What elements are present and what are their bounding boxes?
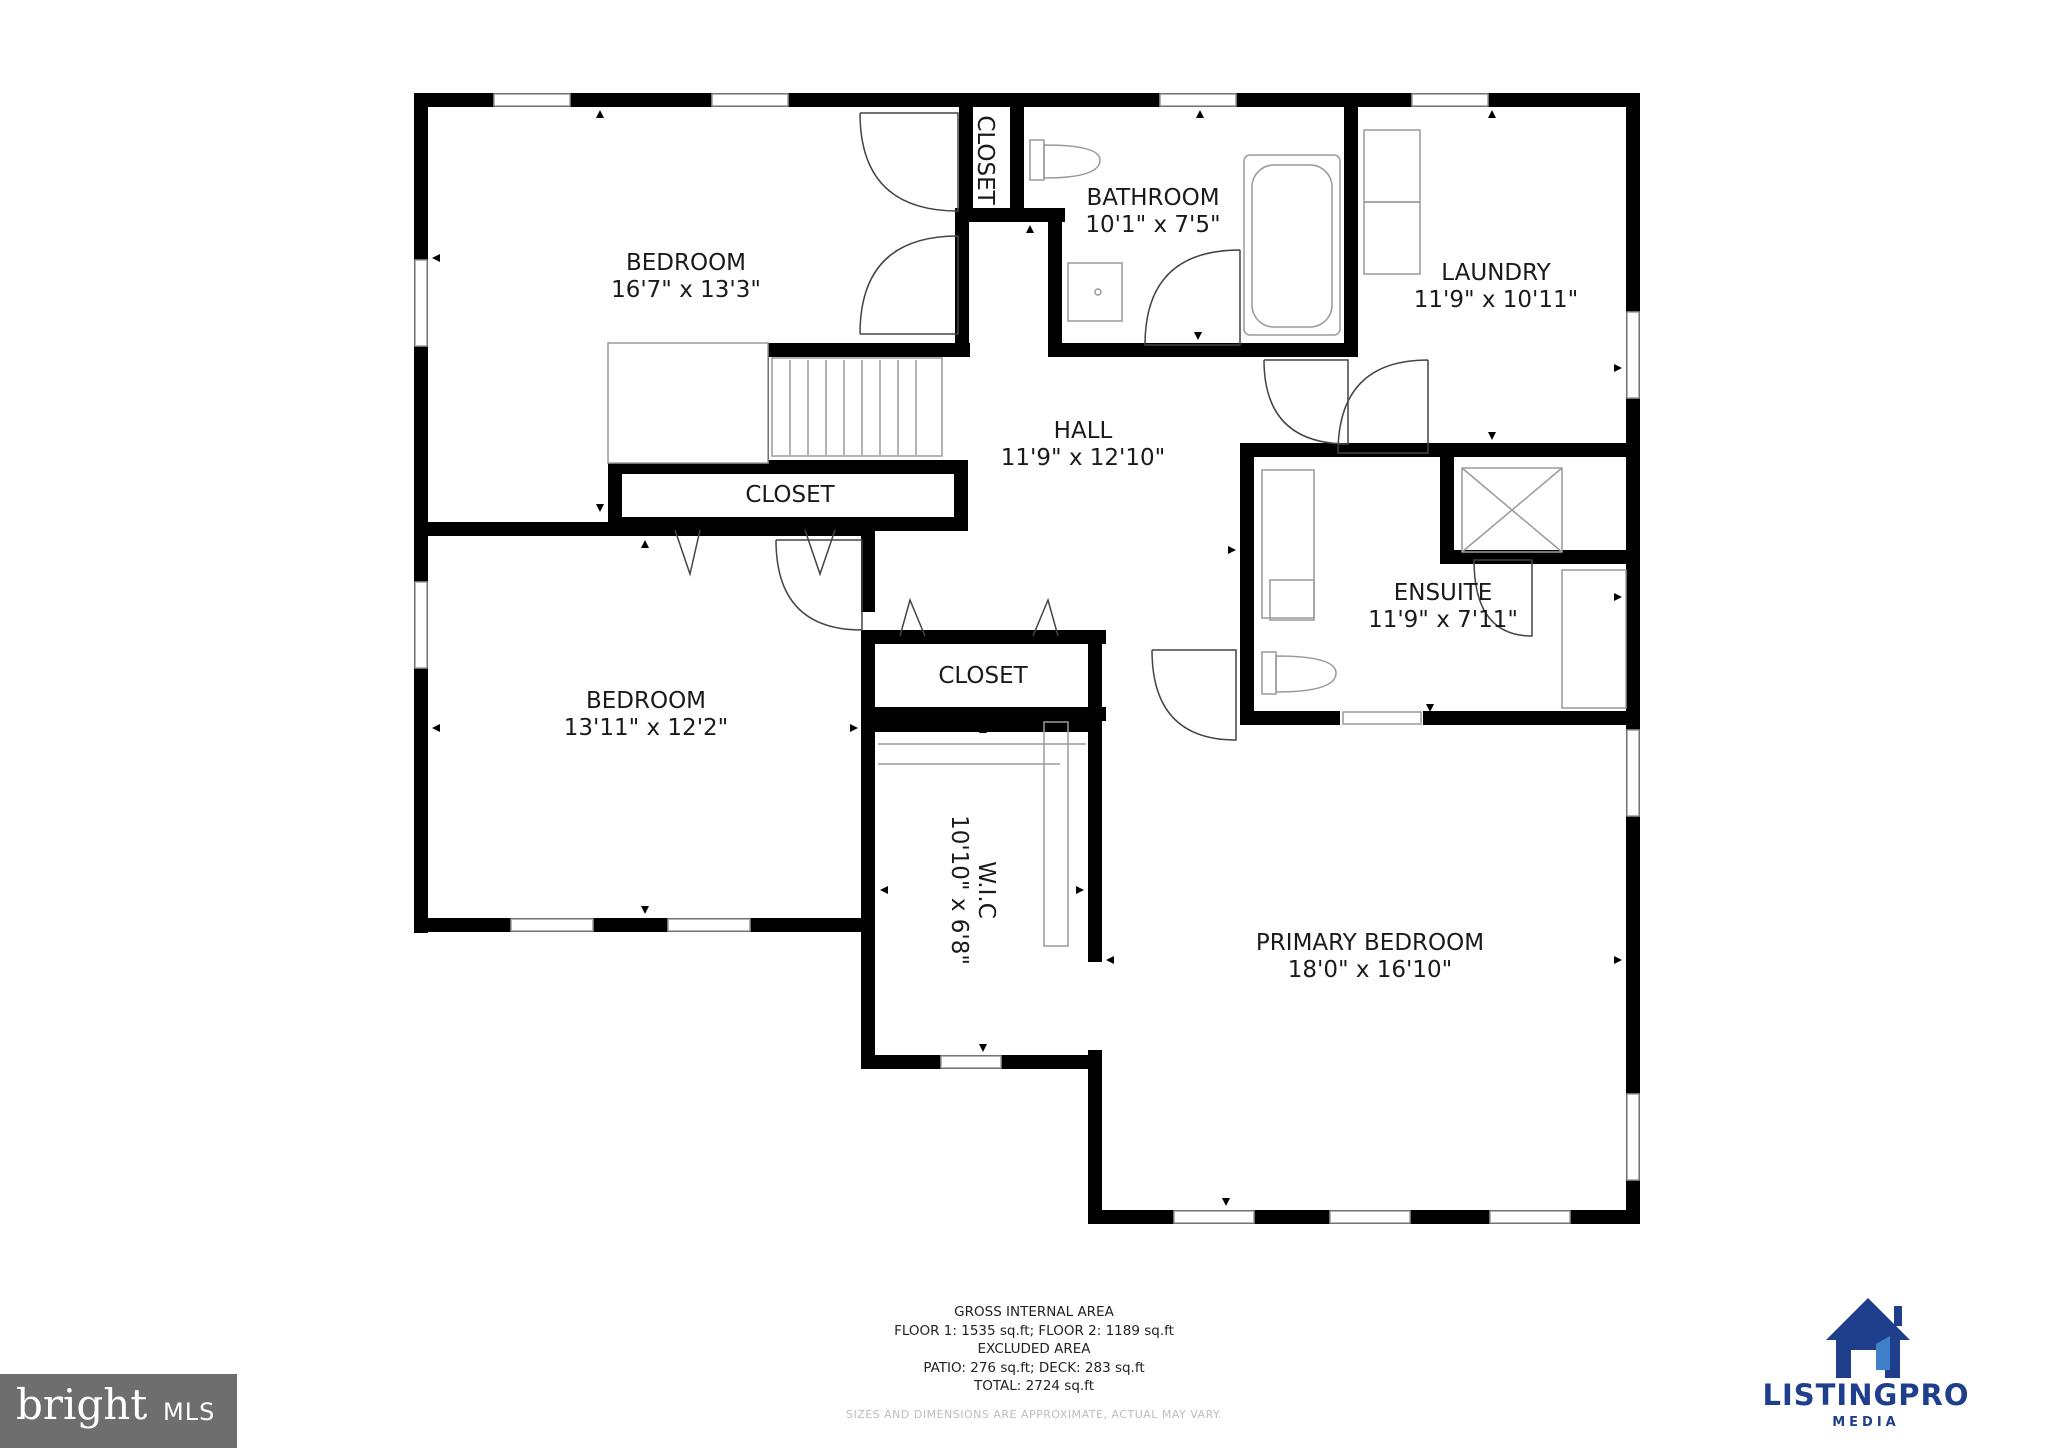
listing-word: LISTING <box>1762 1378 1899 1412</box>
room-dims: 16'7" x 13'3" <box>611 277 761 303</box>
listingpro-wordmark: LISTINGPRO <box>1746 1378 1986 1412</box>
room-laundry: LAUNDRY 11'9" x 10'11" <box>1414 260 1578 314</box>
bright-mls-logo: bright MLS <box>0 1374 237 1448</box>
room-dims: 11'9" x 10'11" <box>1413 287 1579 313</box>
fixtures <box>607 129 1627 947</box>
room-hall: HALL 11'9" x 12'10" <box>1001 418 1165 472</box>
room-dims: 18'0" x 16'10" <box>1287 957 1453 983</box>
listingpro-logo: LISTINGPRO MEDIA <box>1746 1295 1986 1430</box>
house-icon <box>1826 1298 1910 1378</box>
area-total: TOTAL: 2724 sq.ft <box>973 1378 1095 1394</box>
pro-word: PRO <box>1898 1378 1970 1412</box>
area-heading: GROSS INTERNAL AREA <box>954 1304 1114 1320</box>
room-bedroom-1: BEDROOM 16'7" x 13'3" <box>611 250 761 304</box>
bright-word: bright <box>16 1380 148 1429</box>
door-swings <box>674 112 1533 741</box>
room-dims: 13'11" x 12'2" <box>563 715 729 741</box>
room-dims: 10'1" x 7'5" <box>1085 212 1221 238</box>
room-name: BEDROOM <box>625 250 747 276</box>
area-floors: FLOOR 1: 1535 sq.ft; FLOOR 2: 1189 sq.ft <box>894 1322 1174 1339</box>
room-name: HALL <box>1053 418 1113 444</box>
excluded-areas: PATIO: 276 sq.ft; DECK: 283 sq.ft <box>923 1359 1145 1376</box>
media-word: MEDIA <box>1832 1415 1900 1430</box>
room-bedroom-2: BEDROOM 13'11" x 12'2" <box>564 688 728 742</box>
room-name: PRIMARY BEDROOM <box>1255 930 1485 956</box>
room-dims: 10'10" x 6'8" <box>946 815 972 965</box>
area-summary: GROSS INTERNAL AREA FLOOR 1: 1535 sq.ft;… <box>894 1303 1174 1396</box>
mls-word: MLS <box>163 1398 216 1426</box>
room-wic: W.I.C 10'10" x 6'8" <box>945 815 999 965</box>
room-name: BEDROOM <box>585 688 707 714</box>
excluded-heading: EXCLUDED AREA <box>977 1341 1091 1357</box>
closet-label-top: CLOSET <box>972 115 998 205</box>
room-name: LAUNDRY <box>1441 260 1551 286</box>
room-ensuite: ENSUITE 11'9" x 7'11" <box>1368 580 1518 634</box>
room-name: BATHROOM <box>1086 185 1220 211</box>
room-dims: 11'9" x 7'11" <box>1368 607 1518 633</box>
closet-label-middle: CLOSET <box>745 482 835 508</box>
room-dims: 11'9" x 12'10" <box>1000 445 1166 471</box>
closet-label-lower: CLOSET <box>938 663 1028 689</box>
disclaimer: SIZES AND DIMENSIONS ARE APPROXIMATE, AC… <box>845 1408 1223 1421</box>
dimension-markers <box>432 110 1622 1206</box>
windows <box>414 93 1640 1224</box>
room-name: ENSUITE <box>1393 580 1493 606</box>
room-primary-bedroom: PRIMARY BEDROOM 18'0" x 16'10" <box>1256 930 1484 984</box>
room-name: W.I.C <box>973 861 999 919</box>
room-bathroom: BATHROOM 10'1" x 7'5" <box>1085 185 1220 239</box>
